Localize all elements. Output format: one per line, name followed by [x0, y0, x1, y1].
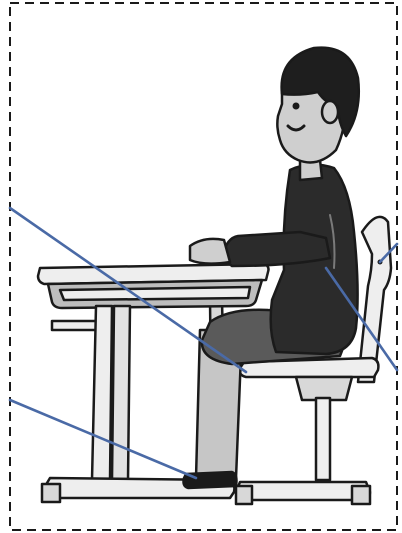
desk-leg-front-right — [112, 306, 130, 480]
boy-shoe — [184, 472, 237, 488]
desk-foot-end-left — [42, 484, 60, 502]
desk-leg-front-left — [92, 306, 112, 480]
chair-base-foot-left — [236, 486, 252, 504]
desk-drawer-inner — [60, 287, 250, 300]
boy-ear — [322, 101, 338, 123]
chair-base-foot-right — [352, 486, 370, 504]
boy-arm — [222, 232, 330, 266]
chair-seat-support — [296, 377, 352, 400]
boy-eye — [293, 103, 300, 110]
chair-base — [236, 482, 370, 500]
chair-post — [316, 398, 330, 480]
boy-hand — [190, 239, 230, 264]
